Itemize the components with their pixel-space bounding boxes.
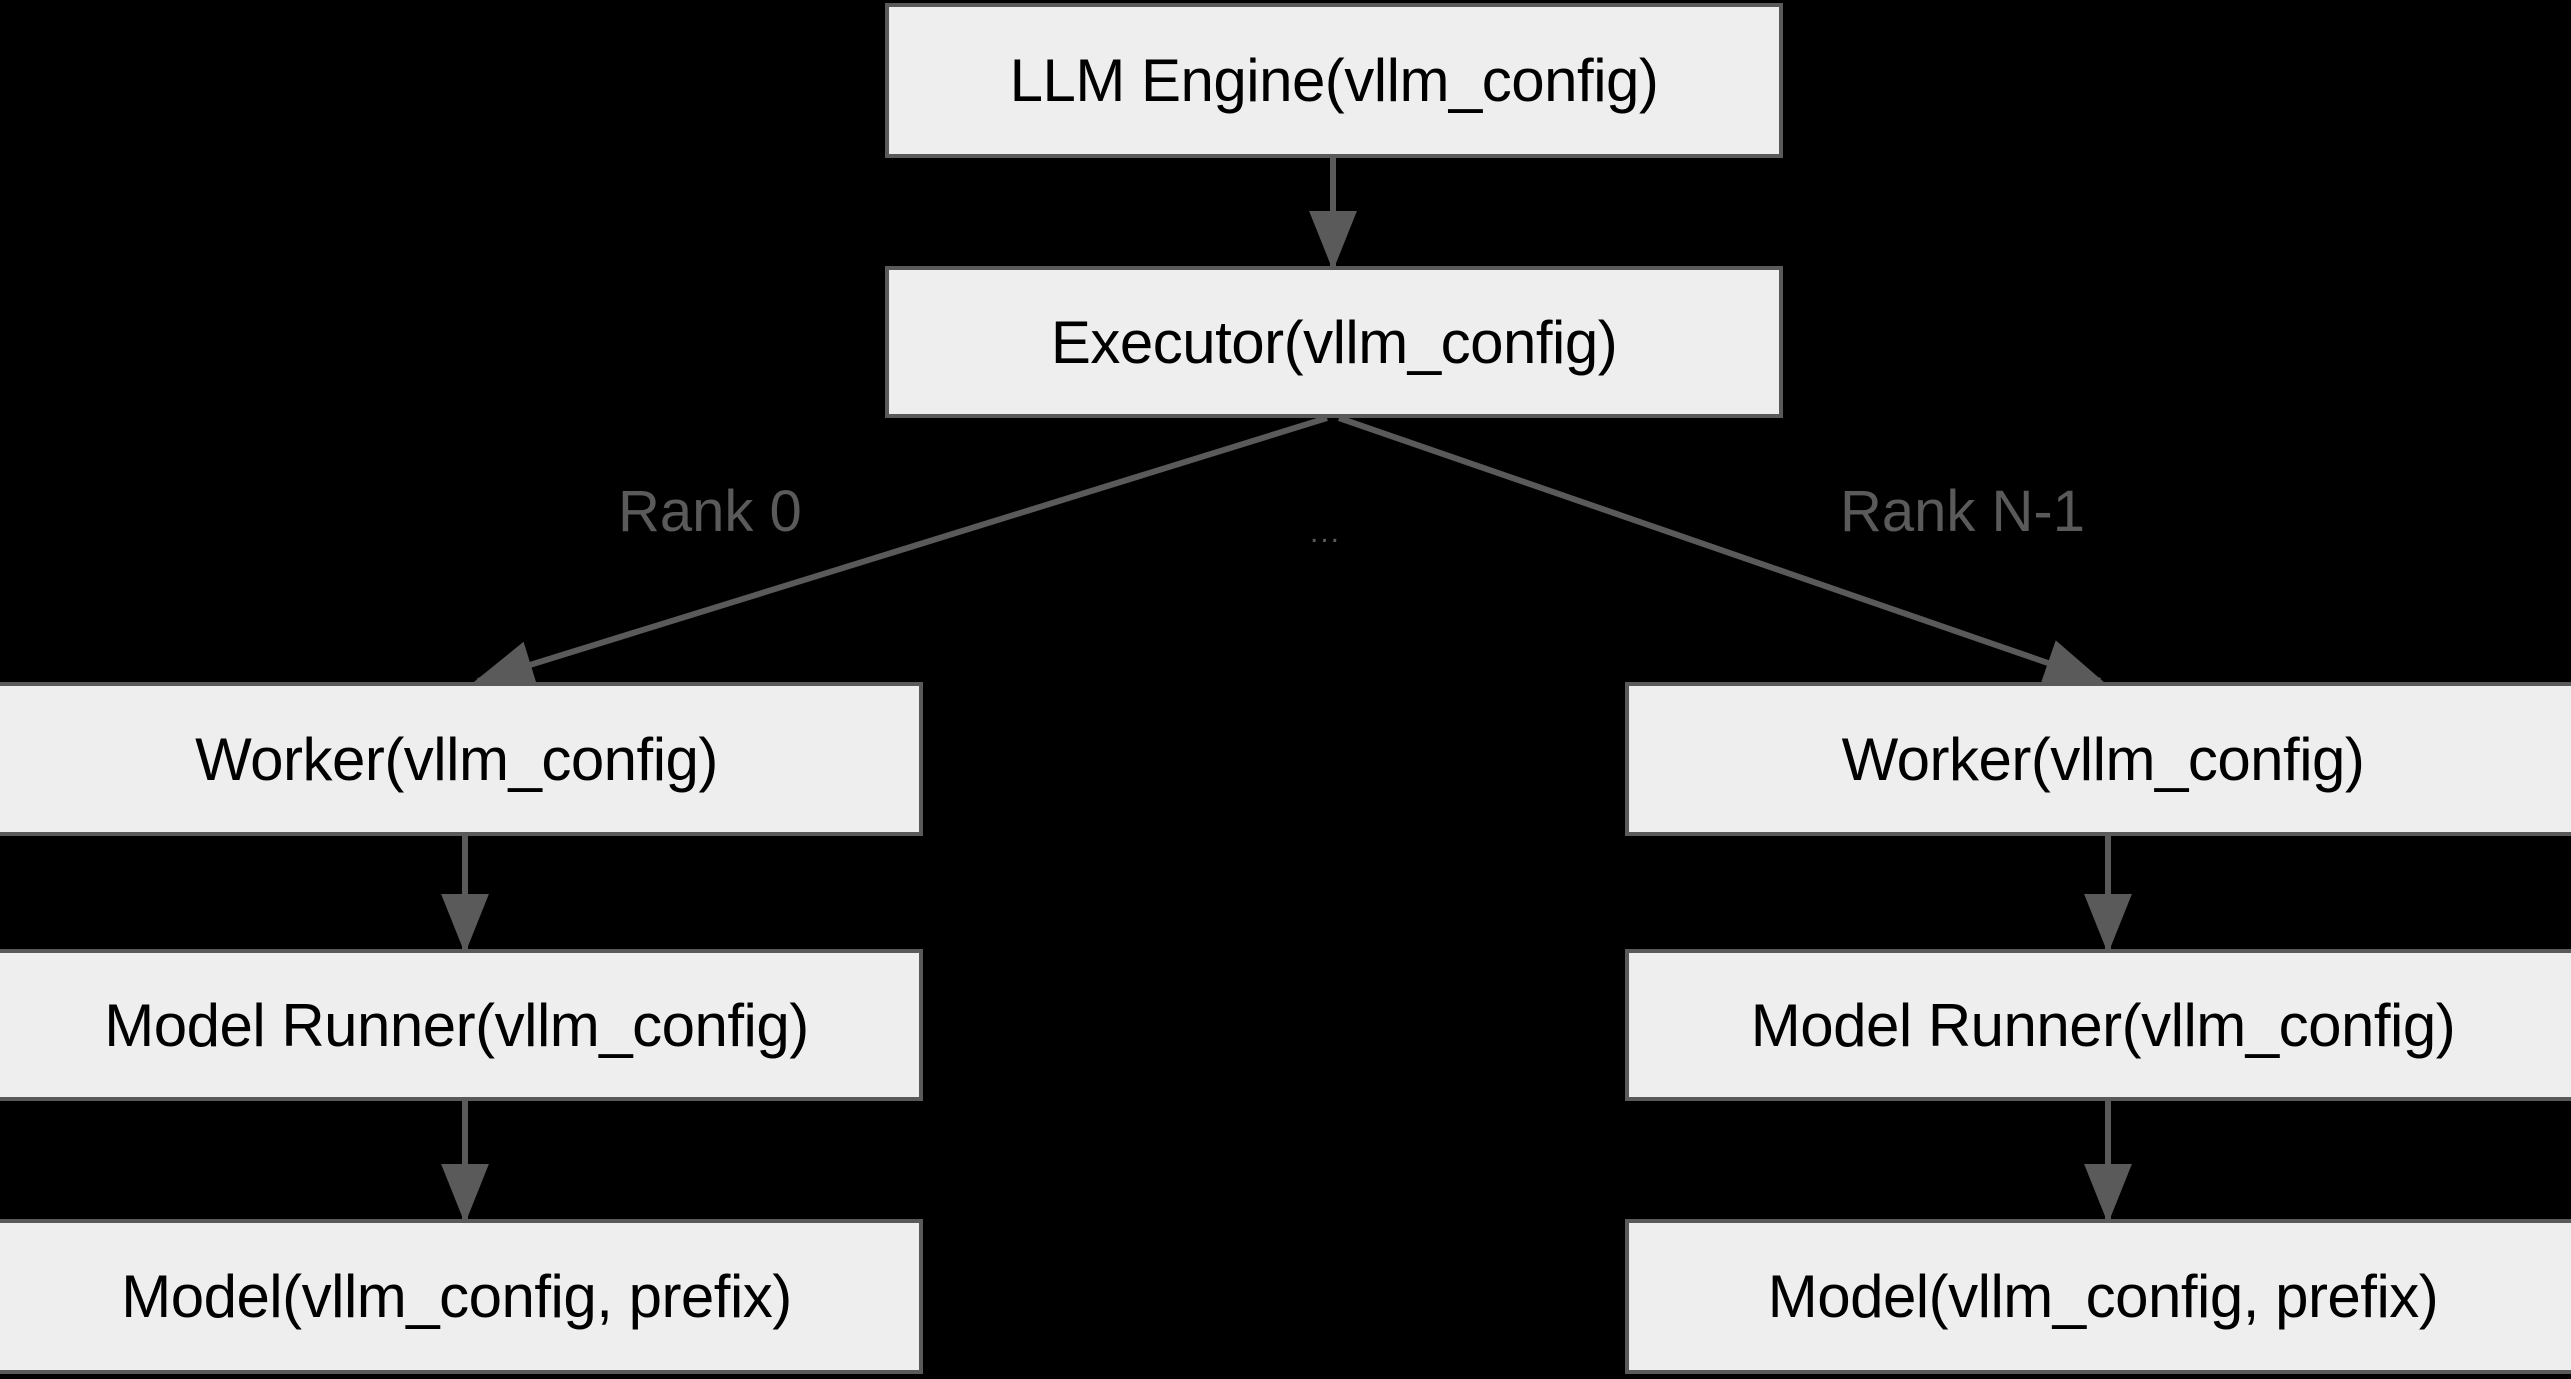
node-worker-left-label: Worker(vllm_config) [195,725,718,793]
node-model-runner-left-label: Model Runner(vllm_config) [104,991,809,1059]
edge-executor-to-worker-right [1338,415,2105,686]
edge-executor-to-worker-left [473,415,1328,688]
edge-label-rank-last-text: Rank N-1 [1840,479,2085,544]
edge-label-rank-middle: ... [1310,518,1341,548]
node-model-left-label: Model(vllm_config, prefix) [121,1263,792,1330]
node-model-runner-left[interactable]: Model Runner(vllm_config) [0,949,923,1101]
node-model-right[interactable]: Model(vllm_config, prefix) [1625,1219,2571,1374]
node-model-left[interactable]: Model(vllm_config, prefix) [0,1219,923,1374]
node-worker-right[interactable]: Worker(vllm_config) [1625,682,2571,836]
edge-label-rank-first-text: Rank 0 [618,479,802,544]
node-model-runner-right-label: Model Runner(vllm_config) [1750,991,2456,1059]
node-model-runner-right[interactable]: Model Runner(vllm_config) [1625,949,2571,1101]
node-worker-right-label: Worker(vllm_config) [1841,725,2365,793]
node-executor[interactable]: Executor(vllm_config) [885,266,1783,418]
node-executor-label: Executor(vllm_config) [1050,308,1618,376]
node-llm-engine[interactable]: LLM Engine(vllm_config) [885,3,1783,158]
node-llm-engine-label: LLM Engine(vllm_config) [1009,47,1659,114]
edge-label-rank-middle-text: ... [1310,516,1342,549]
node-model-right-label: Model(vllm_config, prefix) [1767,1263,2439,1330]
edge-label-rank-last: Rank N-1 [1840,478,2085,545]
node-worker-left[interactable]: Worker(vllm_config) [0,682,923,836]
edge-label-rank-first: Rank 0 [618,478,802,545]
